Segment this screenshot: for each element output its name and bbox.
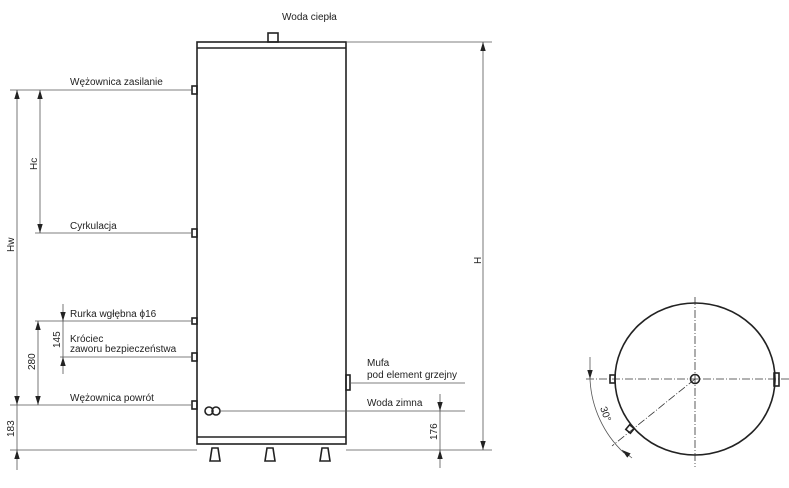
label-valve-line2: zaworu bezpieczeństwa xyxy=(70,344,177,355)
circulation-connector xyxy=(191,228,198,238)
label-circulation: Cyrkulacja xyxy=(70,221,117,232)
label-heater-line1: Mufa xyxy=(367,358,390,369)
label-hot-water: Woda ciepła xyxy=(282,12,337,23)
coil-return-connector xyxy=(191,400,198,410)
dim-176: 176 xyxy=(429,423,440,440)
dim-145: 145 xyxy=(52,331,63,348)
tank-feet xyxy=(209,447,331,462)
sensor-tube-connector xyxy=(191,317,198,325)
dim-183: 183 xyxy=(6,420,17,437)
dim-H: H xyxy=(473,257,484,264)
coil-supply-connector xyxy=(191,85,198,95)
label-sensor-tube: Rurka wgłębna ϕ16 xyxy=(70,309,157,320)
dim-280: 280 xyxy=(27,353,38,370)
cold-water-inlet xyxy=(204,406,221,416)
dim-angle: 30° xyxy=(597,405,613,423)
label-valve-line1: Króciec xyxy=(70,334,103,345)
tank-side-view xyxy=(191,32,351,462)
tank-top-view: 30° xyxy=(586,297,789,467)
label-coil-return: Wężownica powrót xyxy=(70,393,154,404)
dim-Hw: Hw xyxy=(6,237,17,252)
heater-socket xyxy=(345,374,351,391)
hot-water-nozzle xyxy=(267,32,279,43)
dim-Hc: Hc xyxy=(29,158,40,170)
valve-connector xyxy=(191,352,198,362)
label-coil-supply: Wężownica zasilanie xyxy=(70,77,163,88)
label-heater-line2: pod element grzejny xyxy=(367,370,457,381)
label-cold-water: Woda zimna xyxy=(367,398,423,409)
